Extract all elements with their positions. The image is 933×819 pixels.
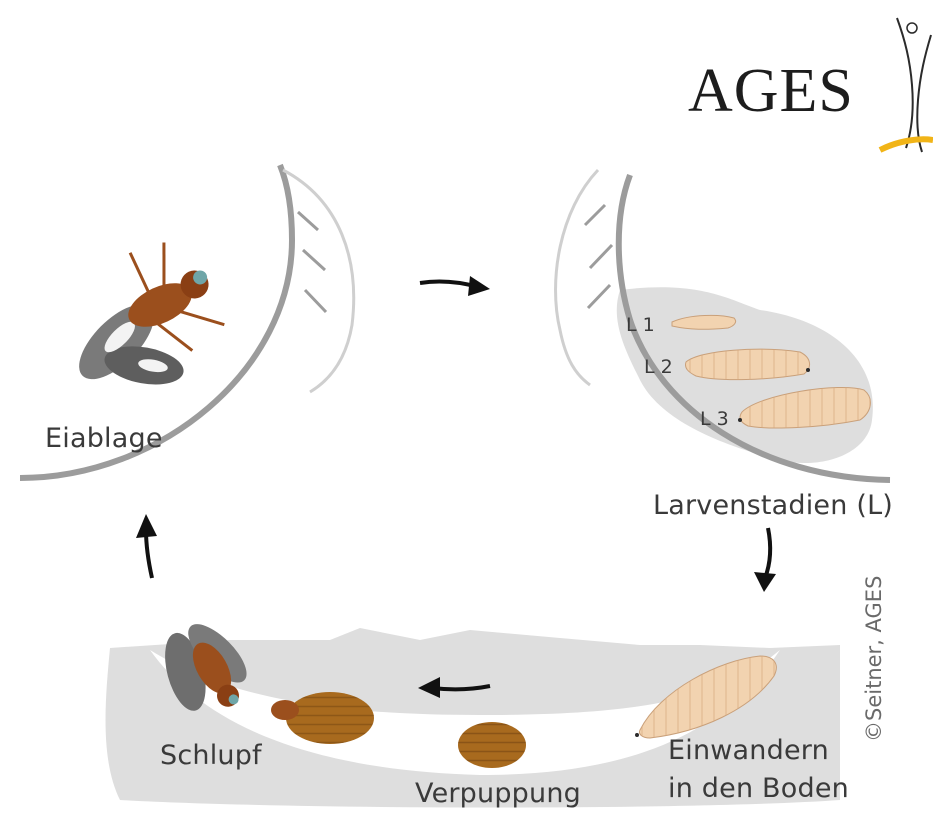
label-larva-l3: L 3	[700, 408, 729, 430]
label-emergence: Schlupf	[160, 740, 262, 771]
ages-logo-figure	[880, 18, 933, 152]
arrow-up-icon	[136, 514, 157, 578]
label-egg-laying: Eiablage	[45, 423, 163, 454]
copyright-notice: ©Seitner, AGES	[862, 576, 886, 742]
label-larval-stages: Larvenstadien (L)	[653, 490, 893, 521]
arrow-right-icon	[420, 276, 490, 296]
adult-fly-icon	[37, 227, 246, 428]
label-larva-l1: L 1	[626, 314, 655, 336]
label-migration-line2: in den Boden	[668, 773, 849, 804]
label-larva-l2: L 2	[644, 356, 673, 378]
pupa-icon	[458, 722, 526, 768]
arrow-down-icon	[754, 528, 776, 592]
label-migration-line1: Einwandern	[668, 735, 829, 766]
ages-logo-text: AGES	[688, 56, 854, 127]
label-pupation: Verpuppung	[415, 778, 581, 809]
